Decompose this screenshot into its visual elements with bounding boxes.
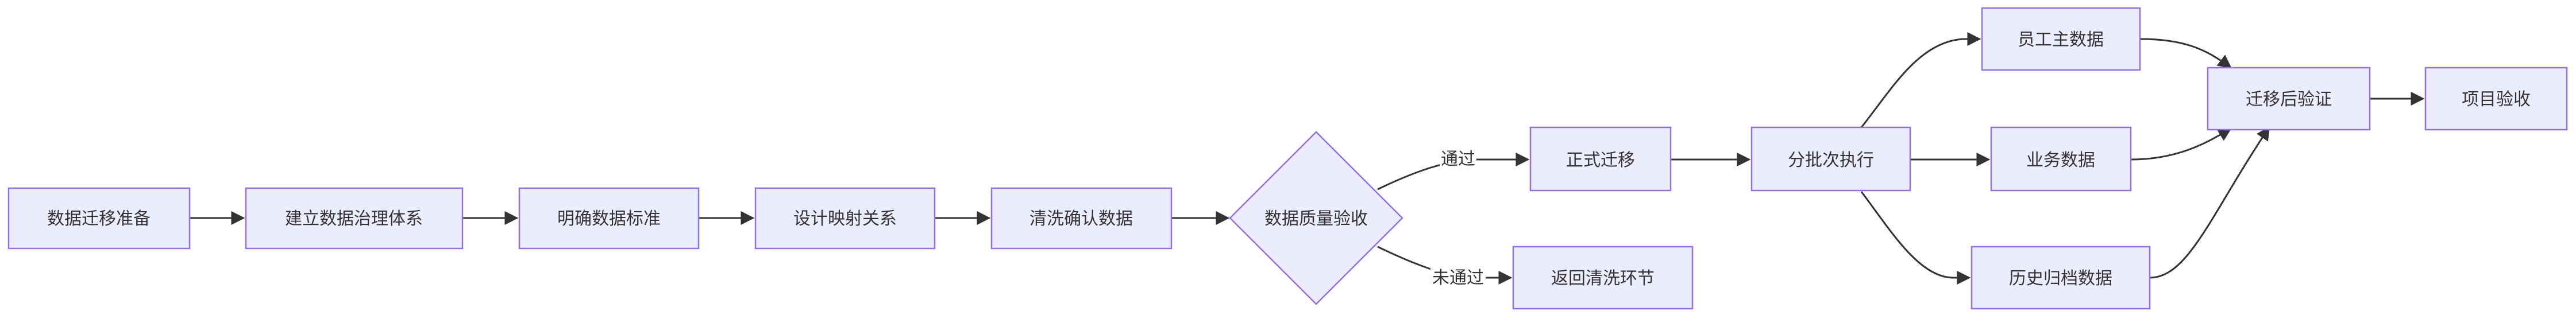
node-emp: 员工主数据 [1981, 7, 2141, 71]
svg-text:明确数据标准: 明确数据标准 [557, 209, 661, 229]
edge-batch-to-hist [1860, 191, 1971, 285]
edge-label-pass: 通过 [1440, 147, 1476, 169]
edge-biz-to-verify [2130, 127, 2232, 161]
edge-batch-to-emp [1860, 32, 1981, 128]
node-clean: 清洗确认数据 [990, 187, 1173, 250]
node-back: 返回清洗环节 [1512, 246, 1694, 310]
svg-text:建立数据治理体系: 建立数据治理体系 [285, 209, 423, 229]
svg-text:设计映射关系: 设计映射关系 [793, 209, 897, 229]
node-map: 设计映射关系 [754, 187, 936, 250]
svg-text:员工主数据: 员工主数据 [2018, 30, 2104, 50]
node-migrate: 正式迁移 [1529, 126, 1672, 192]
svg-text:历史归档数据: 历史归档数据 [2009, 269, 2112, 289]
node-qa: 数据质量验收 [1229, 131, 1403, 305]
edge-hist-to-verify [2149, 126, 2270, 279]
svg-text:未通过: 未通过 [1432, 268, 1484, 288]
edge-emp-to-verify [2139, 38, 2232, 69]
node-batch: 分批次执行 [1750, 126, 1911, 192]
node-hist: 历史归档数据 [1970, 246, 2151, 310]
node-std: 明确数据标准 [518, 187, 700, 250]
svg-text:业务数据: 业务数据 [2026, 150, 2095, 170]
svg-text:清洗确认数据: 清洗确认数据 [1029, 209, 1133, 229]
svg-text:项目验收: 项目验收 [2462, 90, 2531, 110]
svg-text:正式迁移: 正式迁移 [1566, 150, 1635, 170]
edge-label-fail: 未通过 [1430, 266, 1486, 288]
node-verify: 迁移后验证 [2207, 67, 2371, 131]
edges [190, 32, 2425, 285]
svg-text:迁移后验证: 迁移后验证 [2246, 90, 2332, 110]
svg-text:通过: 通过 [1441, 149, 1475, 169]
svg-text:返回清洗环节: 返回清洗环节 [1551, 269, 1655, 289]
node-accept: 项目验收 [2424, 67, 2568, 131]
svg-text:数据迁移准备: 数据迁移准备 [47, 209, 151, 229]
node-prep: 数据迁移准备 [7, 187, 191, 250]
node-gov: 建立数据治理体系 [245, 187, 464, 250]
svg-text:分批次执行: 分批次执行 [1788, 150, 1874, 170]
svg-text:数据质量验收: 数据质量验收 [1264, 209, 1368, 229]
node-biz: 业务数据 [1990, 126, 2132, 192]
